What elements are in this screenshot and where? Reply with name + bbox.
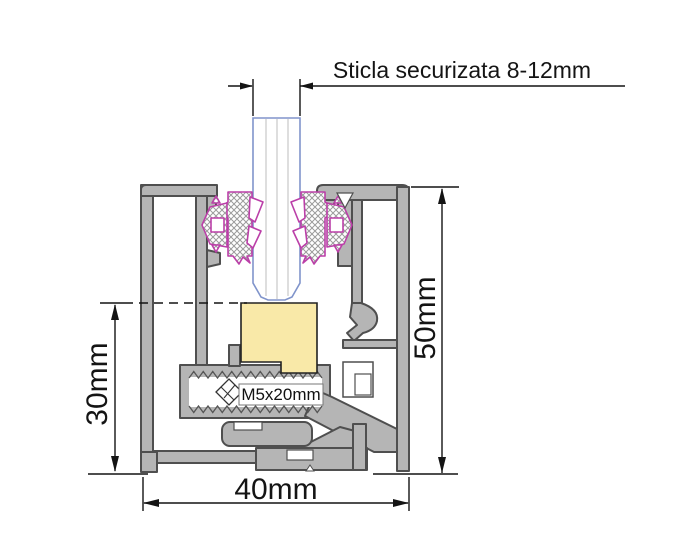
right-cap-notch — [336, 192, 354, 210]
diagonal-brace — [304, 389, 398, 453]
arrow-40-left — [143, 499, 159, 507]
right-inner-wall — [351, 199, 363, 311]
right-gasket-finger-top — [290, 196, 306, 223]
arrow-50-up — [438, 188, 446, 204]
right-outer-wall — [396, 186, 410, 472]
right-clip-tooth-bottom — [333, 244, 343, 253]
dimension-glass-width: Sticla securizata 8-12mm — [228, 57, 625, 116]
arrow-glass-left — [240, 82, 253, 90]
dim-label-50mm: 50mm — [409, 276, 442, 359]
left-clip-tooth-bottom — [211, 244, 221, 253]
left-inner-wall-hook — [206, 249, 221, 268]
glass-inner-lines — [265, 119, 289, 299]
channel-slot — [233, 421, 263, 431]
base-end-tab — [352, 423, 367, 471]
right-top-cap — [316, 184, 410, 201]
dim-label-40mm: 40mm — [234, 473, 317, 506]
arrow-50-down — [438, 457, 446, 473]
right-cavity-box — [342, 361, 374, 398]
base-slab-left — [152, 450, 261, 464]
base-slot — [286, 449, 314, 461]
left-gasket-finger-top — [248, 196, 264, 223]
rubber-gaskets — [201, 191, 353, 265]
glass-panel — [252, 117, 301, 301]
screw-head-facets — [220, 384, 236, 401]
base-notch — [305, 464, 315, 472]
base-foot-left — [140, 451, 158, 473]
screw-label: M5x20mm — [241, 385, 320, 404]
dim-label-30mm: 30mm — [81, 342, 114, 425]
thread-bottom — [188, 404, 323, 414]
clamping-wedge — [240, 302, 318, 374]
left-clip-tooth-top — [211, 195, 221, 204]
arrow-30-down — [111, 456, 119, 472]
left-outer-wall — [140, 184, 154, 467]
arrow-40-right — [393, 499, 409, 507]
right-clip-hole — [329, 217, 344, 233]
right-mid-bar — [342, 339, 398, 349]
dimension-40mm: 40mm — [142, 473, 410, 511]
left-top-cap — [140, 184, 218, 197]
arrow-glass-right — [300, 82, 313, 90]
right-hook — [346, 302, 379, 342]
dimension-30mm: 30mm — [81, 302, 247, 475]
right-gasket-finger-bottom — [292, 225, 308, 249]
profile-cavities — [233, 361, 374, 472]
dimensions: 30mm 50mm 40mm Sticla — [81, 57, 625, 511]
screw-label-box — [238, 383, 324, 406]
right-cavity-box-inner — [354, 373, 372, 396]
glass-title-label: Sticla securizata 8-12mm — [333, 57, 591, 83]
screw-assembly: M5x20mm — [188, 370, 324, 414]
wedge-support-post — [228, 344, 241, 367]
arrow-30-up — [111, 304, 119, 320]
left-gasket-finger-bottom — [246, 225, 262, 249]
left-clip-hole — [210, 217, 225, 233]
dimension-50mm: 50mm — [373, 186, 459, 475]
